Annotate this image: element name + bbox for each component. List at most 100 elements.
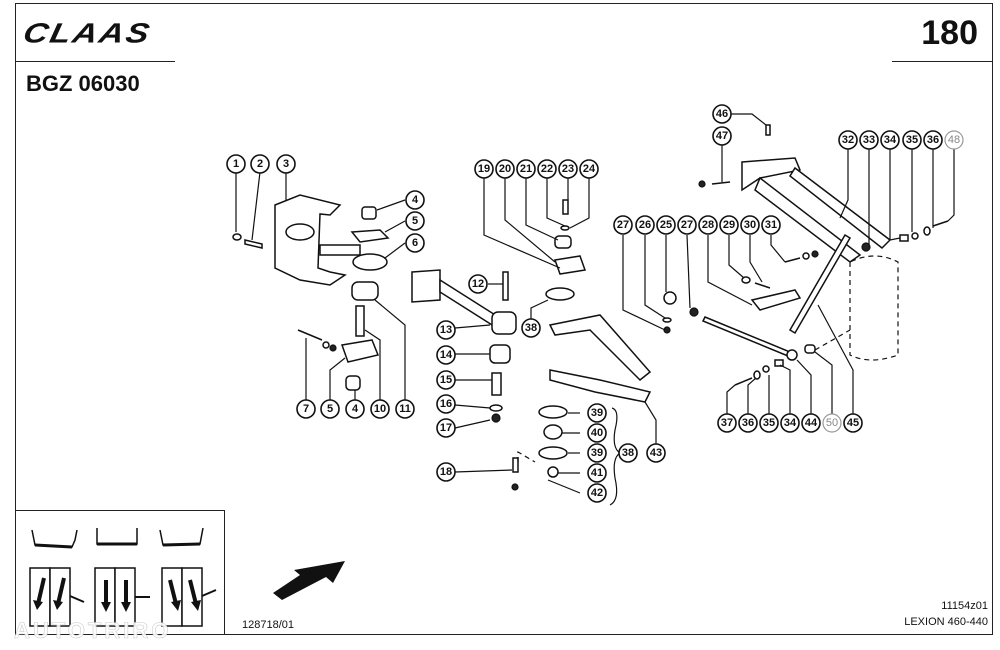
callout-23[interactable]: 23 bbox=[558, 159, 578, 179]
callout-25[interactable]: 25 bbox=[656, 215, 676, 235]
nut-7 bbox=[329, 344, 337, 352]
svg-text:12: 12 bbox=[472, 278, 484, 290]
callout-16[interactable]: 16 bbox=[436, 394, 456, 414]
svg-text:22: 22 bbox=[541, 163, 553, 175]
svg-text:31: 31 bbox=[765, 219, 777, 231]
callout-21[interactable]: 21 bbox=[516, 159, 536, 179]
nut-27b bbox=[689, 307, 699, 317]
nut-17 bbox=[491, 413, 501, 423]
callout-7[interactable]: 7 bbox=[296, 399, 316, 419]
bolt-30 bbox=[754, 282, 771, 289]
callout-15[interactable]: 15 bbox=[436, 370, 456, 390]
callout-12[interactable]: 12 bbox=[468, 274, 488, 294]
frame-43 bbox=[548, 314, 652, 382]
callout-35[interactable]: 35 bbox=[902, 130, 922, 150]
svg-text:3: 3 bbox=[283, 158, 289, 170]
callout-37[interactable]: 37 bbox=[717, 413, 737, 433]
callout-36b[interactable]: 36 bbox=[738, 413, 758, 433]
mounting-bracket bbox=[274, 194, 347, 286]
svg-text:45: 45 bbox=[847, 417, 859, 429]
svg-text:28: 28 bbox=[702, 219, 714, 231]
svg-text:2: 2 bbox=[257, 158, 263, 170]
callout-50[interactable]: 50 bbox=[822, 413, 842, 433]
callout-33[interactable]: 33 bbox=[859, 130, 879, 150]
svg-text:44: 44 bbox=[805, 417, 818, 429]
cup-39a bbox=[538, 405, 568, 419]
callout-32[interactable]: 32 bbox=[838, 130, 858, 150]
callout-29[interactable]: 29 bbox=[719, 215, 739, 235]
callout-39[interactable]: 39 bbox=[587, 403, 607, 423]
callout-28[interactable]: 28 bbox=[698, 215, 718, 235]
callout-44[interactable]: 44 bbox=[801, 413, 821, 433]
svg-text:29: 29 bbox=[723, 219, 735, 231]
callout-18[interactable]: 18 bbox=[436, 462, 456, 482]
callout-38b[interactable]: 38 bbox=[618, 443, 638, 463]
callout-31[interactable]: 31 bbox=[761, 215, 781, 235]
callout-26[interactable]: 26 bbox=[635, 215, 655, 235]
callout-34[interactable]: 34 bbox=[880, 130, 900, 150]
page-number: 180 bbox=[921, 14, 978, 52]
washer-22 bbox=[560, 225, 570, 231]
callout-5b[interactable]: 5 bbox=[320, 399, 340, 419]
callout-42[interactable]: 42 bbox=[587, 483, 607, 503]
svg-text:42: 42 bbox=[591, 487, 603, 499]
svg-text:26: 26 bbox=[639, 219, 651, 231]
bolt-23 bbox=[562, 199, 569, 215]
washer-31 bbox=[802, 252, 810, 260]
nut-31 bbox=[811, 250, 819, 258]
callout-34b[interactable]: 34 bbox=[780, 413, 800, 433]
callout-35b[interactable]: 35 bbox=[759, 413, 779, 433]
callout-13[interactable]: 13 bbox=[436, 320, 456, 340]
callout-27a[interactable]: 27 bbox=[613, 215, 633, 235]
callout-43[interactable]: 43 bbox=[646, 443, 666, 463]
header-divider-right bbox=[892, 61, 993, 62]
callout-11[interactable]: 11 bbox=[395, 399, 415, 419]
callout-27b[interactable]: 27 bbox=[677, 215, 697, 235]
callout-6[interactable]: 6 bbox=[405, 233, 425, 253]
catalog-reference: 11154z01 bbox=[941, 600, 988, 612]
callout-39b[interactable]: 39 bbox=[587, 443, 607, 463]
legend-header-profile-2 bbox=[96, 528, 138, 546]
callout-48[interactable]: 48 bbox=[944, 130, 964, 150]
callout-17[interactable]: 17 bbox=[436, 418, 456, 438]
callout-19[interactable]: 19 bbox=[474, 159, 494, 179]
callout-3[interactable]: 3 bbox=[276, 154, 296, 174]
washer-29 bbox=[741, 276, 751, 284]
callout-30[interactable]: 30 bbox=[740, 215, 760, 235]
svg-text:10: 10 bbox=[374, 403, 386, 415]
callout-41[interactable]: 41 bbox=[587, 463, 607, 483]
callout-24[interactable]: 24 bbox=[579, 159, 599, 179]
nut-33 bbox=[861, 242, 871, 252]
svg-text:40: 40 bbox=[591, 427, 603, 439]
callout-45[interactable]: 45 bbox=[843, 413, 863, 433]
callout-4[interactable]: 4 bbox=[405, 190, 425, 210]
svg-text:5: 5 bbox=[412, 215, 418, 227]
callout-22[interactable]: 22 bbox=[537, 159, 557, 179]
svg-text:36: 36 bbox=[742, 417, 754, 429]
bracket-assembly-left bbox=[232, 194, 390, 391]
model-label: LEXION 460-440 bbox=[904, 616, 988, 628]
nut-41 bbox=[547, 466, 559, 478]
bolt-47 bbox=[711, 181, 731, 185]
tank-outline bbox=[849, 255, 899, 361]
callout-5[interactable]: 5 bbox=[405, 211, 425, 231]
callout-47[interactable]: 47 bbox=[712, 126, 732, 146]
callout-20[interactable]: 20 bbox=[495, 159, 515, 179]
callout-38[interactable]: 38 bbox=[521, 318, 541, 338]
header-divider-left bbox=[15, 61, 175, 62]
callout-10[interactable]: 10 bbox=[370, 399, 390, 419]
callout-46[interactable]: 46 bbox=[712, 104, 732, 124]
washer-35b bbox=[762, 365, 770, 373]
svg-text:6: 6 bbox=[412, 237, 418, 249]
callout-14[interactable]: 14 bbox=[436, 345, 456, 365]
svg-text:18: 18 bbox=[440, 466, 452, 478]
callout-40[interactable]: 40 bbox=[587, 423, 607, 443]
svg-text:17: 17 bbox=[440, 422, 452, 434]
washer-7 bbox=[322, 341, 330, 349]
callout-2[interactable]: 2 bbox=[250, 154, 270, 174]
callout-36[interactable]: 36 bbox=[923, 130, 943, 150]
right-frame-assembly bbox=[662, 124, 949, 386]
callout-4b[interactable]: 4 bbox=[345, 399, 365, 419]
callout-1[interactable]: 1 bbox=[226, 154, 246, 174]
bracket-arm bbox=[319, 244, 361, 256]
